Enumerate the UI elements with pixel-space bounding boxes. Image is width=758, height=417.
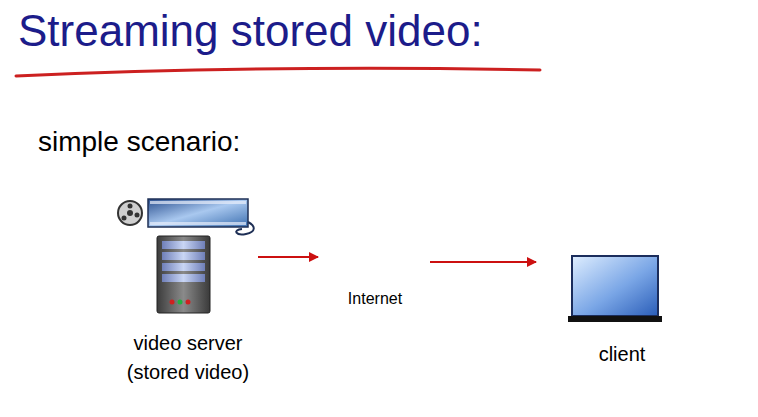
subtitle-label: simple scenario: — [38, 126, 240, 158]
network-cloud: Internet — [320, 236, 430, 312]
film-reel-icon — [118, 199, 254, 234]
server-tower-icon — [157, 236, 210, 313]
house-shape — [520, 182, 724, 402]
node-label: video server (stored video) — [122, 329, 254, 387]
title-underline — [16, 68, 540, 76]
client-house: client — [538, 182, 706, 402]
flow-arrow — [430, 261, 536, 263]
slide-title: Streaming stored video: — [18, 6, 483, 56]
monitor-icon — [568, 256, 662, 322]
cloud-outline — [237, 220, 466, 322]
house-outline — [520, 182, 724, 402]
node-label: Internet — [322, 287, 428, 310]
node-label: client — [542, 340, 702, 369]
server-node: video server (stored video) — [118, 195, 258, 391]
flow-arrow — [258, 256, 318, 258]
